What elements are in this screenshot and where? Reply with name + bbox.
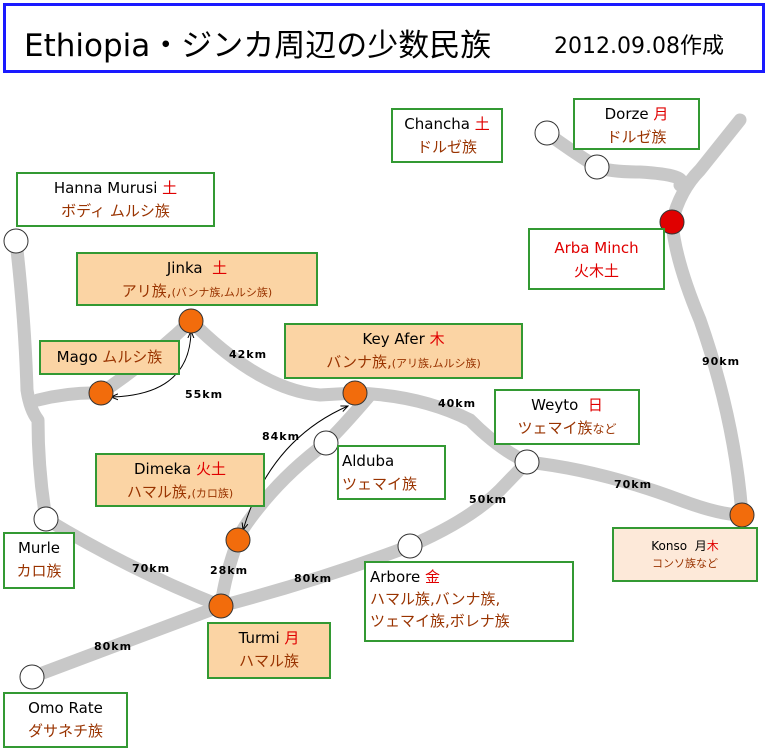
tribe: ドルゼ族 [606,128,667,146]
tribe: カロ族 [16,562,62,580]
distance-label: 42km [229,348,268,361]
place-turmi: Turmi 月 ハマル族 [207,622,331,679]
market-day: 月 [284,629,300,647]
market-day: 木 [706,539,719,553]
road-keyafer-weyto [348,386,534,469]
place-arba-minch: Arba Minch 火木土 [528,228,665,290]
road-weyto-konso [520,455,749,522]
distance-label: 40km [438,397,477,410]
place-dorze: Dorze 月 ドルゼ族 [573,98,700,150]
place-name: Chancha [404,115,470,133]
distance-label: 80km [294,572,333,585]
market-day: 土 [474,115,490,133]
place-name: Dimeka [134,460,192,478]
market-day: 月 [653,105,669,123]
distance-label: 28km [210,564,249,577]
distance-label: 80km [94,640,133,653]
place-arbore: Arbore 金 ハマル族,バンナ族, ツェマイ族,ボレナ族 [364,561,574,642]
place-omo-rate: Omo Rate ダサネチ族 [3,692,128,748]
page-title: Ethiopia・ジンカ周辺の少数民族 [24,28,492,64]
distance-label: 84km [262,430,301,443]
tribe-sub: など [592,422,617,436]
tribe: ムルシ族 [102,348,163,366]
distance-label: 55km [185,388,224,401]
tribe: ツェマイ族,ボレナ族 [370,612,510,630]
place-konso: Konso 月木 コンソ族など [612,527,758,582]
market-day: 月 [694,539,707,553]
place-chancha: Chancha 土 ドルゼ族 [391,108,503,163]
node-keyafer [342,380,368,406]
place-name: Hanna Murusi [53,179,158,197]
market-day: 金 [424,568,440,586]
tribe: ツェマイ族 [342,475,418,493]
tribe: ドルゼ族 [416,138,477,156]
place-name: Omo Rate [28,699,103,717]
node-mago [88,380,114,406]
node-arbore [397,533,423,559]
place-key-afer: Key Afer 木 バンナ族,(アリ族,ムルシ族) [284,323,523,379]
place-hanna-murusi: Hanna Murusi 土 ボディ ムルシ族 [16,172,215,227]
tribe: コンソ族など [652,557,718,570]
arrow-dimeka-keyafer [243,406,348,530]
road-west [9,234,228,613]
tribe: ハマル族, [126,483,192,501]
place-name: Jinka [166,259,203,277]
node-dorze [584,154,610,180]
road-omo [25,599,228,684]
market-day: 火土 [195,460,226,478]
node-dimeka [225,527,251,553]
node-weyto [514,449,540,475]
tribe: ツェマイ族 [517,419,593,437]
place-name: Arbore [370,568,421,586]
place-name: Konso [651,539,688,553]
road-jinka-keyafer [184,314,362,402]
tribe: ボディ ムルシ族 [61,202,170,220]
place-name: Mago [56,348,98,366]
node-chancha [534,120,560,146]
road-konso-arba [665,215,749,522]
place-jinka: Jinka 土 アリ族,(バンナ族,ムルシ族) [76,252,318,306]
tribe: バンナ族, [326,353,392,371]
market-day: 火木土 [573,262,619,280]
place-name: Dorze [604,105,649,123]
place-name: Weyto [531,396,579,414]
tribe: アリ族, [121,282,172,300]
tribe: ハマル族 [238,652,299,670]
tribe-sub: (カロ族) [191,487,234,500]
node-turmi [208,593,234,619]
node-omo [19,664,45,690]
arrow-mago-jinka [111,331,191,397]
place-murle: Murle カロ族 [3,532,75,589]
distance-label: 90km [702,355,741,368]
node-jinka [178,308,204,334]
place-alduba: Alduba ツェマイ族 [337,445,446,500]
place-name: Murle [17,539,60,557]
node-alduba [313,430,339,456]
tribe-sub: (アリ族,ムルシ族) [391,357,481,370]
node-murle [33,506,59,532]
place-name: Key Afer [362,330,425,348]
place-name: Alduba [342,452,395,470]
distance-label: 70km [132,562,171,575]
market-day: 日 [587,396,603,414]
place-mago: Mago ムルシ族 [39,340,180,375]
place-name: Turmi [238,629,280,647]
tribe: ハマル族,バンナ族, [370,590,501,608]
place-dimeka: Dimeka 火土 ハマル族,(カロ族) [95,453,265,507]
created-date: 2012.09.08作成 [554,34,724,59]
distance-label: 50km [469,493,508,506]
title-box: Ethiopia・ジンカ周辺の少数民族 2012.09.08作成 [3,3,765,73]
node-hanna [3,228,29,254]
place-weyto: Weyto 日 ツェマイ族など [494,389,640,445]
market-day: 木 [429,330,445,348]
tribe-sub: (バンナ族,ムルシ族) [171,286,273,299]
distance-label: 70km [614,478,653,491]
road-dorze [540,126,689,192]
node-arba [659,209,685,235]
market-day: 土 [162,179,178,197]
node-konso [729,502,755,528]
tribe: ダサネチ族 [27,722,103,740]
place-name: Arba Minch [554,239,639,257]
market-day: 土 [212,259,228,277]
